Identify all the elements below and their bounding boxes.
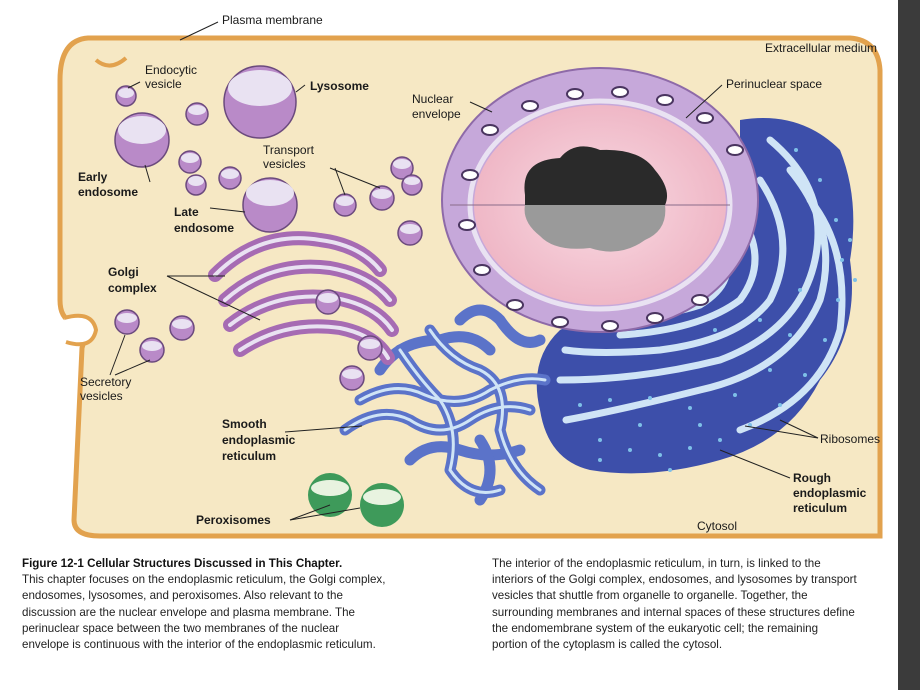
label-perinuclear-space: Perinuclear space	[726, 77, 822, 91]
endocytic-pit	[63, 313, 99, 347]
ribosome-dots	[578, 148, 857, 472]
label-extracellular-medium: Extracellular medium	[765, 41, 877, 55]
caption-left-line: envelope is continuous with the interior…	[22, 638, 376, 652]
page-edge-shadow	[898, 0, 920, 690]
caption-right-line: the endomembrane system of the eukaryoti…	[492, 621, 819, 635]
label-endocytic-vesicle-2: vesicle	[145, 77, 182, 91]
label-golgi-complex-2: complex	[108, 281, 157, 295]
label-golgi-complex-1: Golgi	[108, 265, 139, 279]
label-nuclear-envelope-1: Nuclear	[412, 92, 453, 106]
label-early-endosome-2: endosome	[78, 185, 138, 199]
label-transport-vesicles-2: vesicles	[263, 157, 306, 171]
label-rough-er-3: reticulum	[793, 501, 847, 515]
caption-right-line: surrounding membranes and internal space…	[492, 605, 855, 619]
label-plasma-membrane: Plasma membrane	[222, 13, 323, 27]
label-lysosome: Lysosome	[310, 79, 369, 93]
label-rough-er-1: Rough	[793, 471, 831, 485]
caption-right: The interior of the endoplasmic reticulu…	[492, 556, 912, 653]
label-smooth-er-2: endoplasmic	[222, 433, 296, 447]
label-transport-vesicles-1: Transport	[263, 143, 315, 157]
nucleolus	[524, 146, 668, 205]
caption-right-line: vesicles that shuttle from organelle to …	[492, 589, 808, 603]
label-late-endosome-2: endosome	[174, 221, 234, 235]
vesicle-lumens	[117, 70, 420, 379]
label-late-endosome-1: Late	[174, 205, 199, 219]
nuclear-pores	[458, 86, 744, 332]
label-smooth-er-1: Smooth	[222, 417, 267, 431]
cell-diagram: Plasma membrane Extracellular medium End…	[57, 13, 883, 539]
peroxisomes	[308, 473, 404, 527]
label-early-endosome-1: Early	[78, 170, 108, 184]
caption-left-line: This chapter focuses on the endoplasmic …	[22, 573, 386, 587]
caption-title: Figure 12-1 Cellular Structures Discusse…	[22, 557, 343, 570]
label-smooth-er-3: reticulum	[222, 449, 276, 463]
caption-left-line: discussion are the nuclear envelope and …	[22, 605, 355, 619]
leader-lines	[109, 21, 819, 521]
caption-left-line: perinuclear space between the two membra…	[22, 621, 340, 635]
label-secretory-vesicles-1: Secretory	[80, 375, 131, 389]
caption-left: Figure 12-1 Cellular Structures Discusse…	[22, 556, 462, 653]
label-peroxisomes: Peroxisomes	[196, 513, 271, 527]
caption-right-line: interiors of the Golgi complex, endosome…	[492, 573, 857, 587]
caption-right-line: portion of the cytoplasm is called the c…	[492, 638, 723, 652]
membrane-notch	[94, 56, 128, 68]
label-ribosomes: Ribosomes	[820, 432, 880, 446]
label-endocytic-vesicle-1: Endocytic	[145, 63, 197, 77]
label-nuclear-envelope-2: envelope	[412, 107, 461, 121]
caption-right-line: The interior of the endoplasmic reticulu…	[492, 557, 821, 570]
smooth-er-lumen	[343, 328, 547, 494]
label-rough-er-2: endoplasmic	[793, 486, 867, 500]
label-secretory-vesicles-2: vesicles	[80, 389, 123, 403]
label-cytosol: Cytosol	[697, 519, 737, 533]
chromatin	[524, 205, 666, 252]
caption-left-line: endosomes, lysosomes, and peroxisomes. A…	[22, 589, 343, 603]
